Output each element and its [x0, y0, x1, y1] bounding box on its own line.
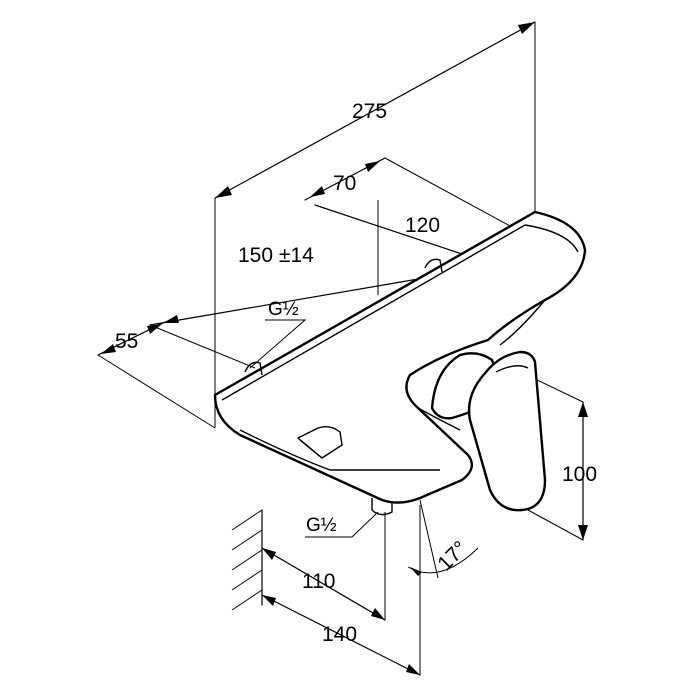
- dim-outlet-thread: G½: [306, 515, 337, 536]
- dim-overall-length: 275: [352, 100, 387, 123]
- dim-depth-offset: 70: [333, 172, 356, 195]
- dim-connection-spacing: 150 ±14: [238, 244, 314, 267]
- dim-wall-to-spout: 140: [322, 623, 357, 646]
- dim-inlet-thread: G½: [268, 299, 299, 320]
- dim-inlet-offset: 55: [115, 330, 138, 353]
- dim-wall-to-outlet: 110: [302, 570, 335, 593]
- dim-spout-angle: 17°: [433, 537, 472, 576]
- dim-spout-length: 120: [405, 214, 440, 237]
- faucet-body: [213, 210, 587, 516]
- dim-lever-height: 100: [562, 463, 597, 486]
